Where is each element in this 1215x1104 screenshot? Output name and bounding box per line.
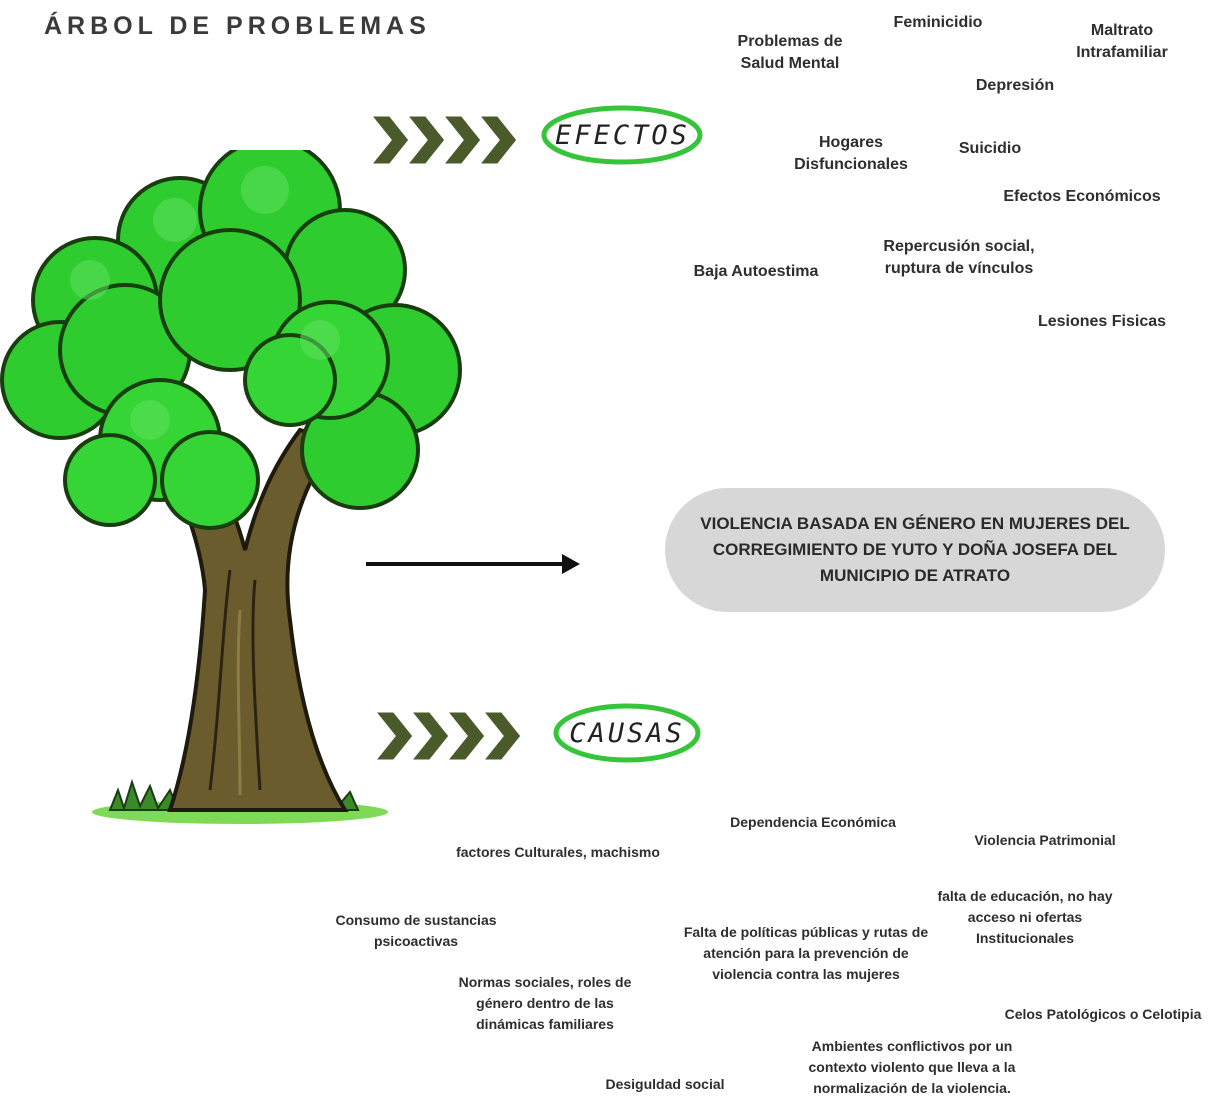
- central-problem: VIOLENCIA BASADA EN GÉNERO EN MUJERES DE…: [665, 488, 1165, 612]
- effect-item: Efectos Económicos: [1003, 188, 1161, 205]
- effect-item: Repercusión social,ruptura de vínculos: [883, 238, 1035, 277]
- cause-item: Desiguldad social: [605, 1076, 725, 1092]
- arrow-right-icon: [366, 554, 580, 574]
- page-title: ÁRBOL DE PROBLEMAS: [44, 12, 431, 40]
- causes-badge: CAUSAS: [552, 702, 702, 764]
- causes-chevrons-icon: [372, 709, 524, 763]
- effect-item: Depresión: [975, 77, 1055, 94]
- effect-item: Lesiones Fisicas: [1037, 313, 1167, 330]
- causes-label: CAUSAS: [569, 717, 685, 749]
- effect-item: Suicidio: [958, 140, 1022, 157]
- cause-item: Celos Patológicos o Celotipia: [1004, 1006, 1202, 1022]
- effect-item: Feminicidio: [893, 14, 983, 31]
- effects-label: EFECTOS: [555, 119, 690, 151]
- cause-item: Dependencia Económica: [730, 814, 896, 830]
- tree-illustration: [0, 150, 462, 824]
- cause-item: Violencia Patrimonial: [974, 832, 1116, 848]
- effects-chevrons-icon: [368, 113, 520, 167]
- effects-badge: EFECTOS: [540, 104, 705, 166]
- cause-item: factores Culturales, machismo: [456, 844, 660, 860]
- effect-item: Baja Autoestima: [693, 263, 819, 280]
